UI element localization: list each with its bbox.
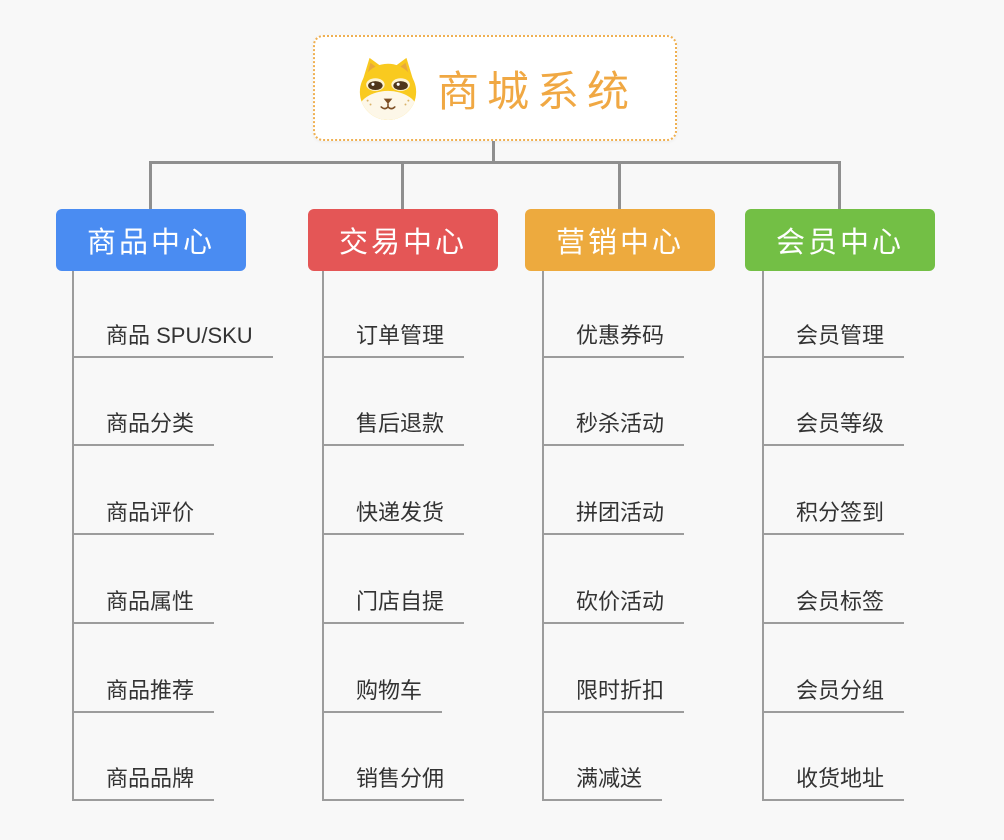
branch-node-product-center[interactable]: 商品中心 [56,209,246,271]
connector-vline-member-center [762,271,764,801]
leaf-node-product-center-0[interactable]: 商品 SPU/SKU [72,314,273,358]
leaf-node-member-center-0[interactable]: 会员管理 [762,314,905,358]
leaf-node-trade-center-4[interactable]: 购物车 [322,669,443,713]
connector-drop-marketing-center [618,161,621,209]
branch-node-trade-center[interactable]: 交易中心 [308,209,498,271]
leaf-node-member-center-4[interactable]: 会员分组 [762,669,905,713]
leaf-node-marketing-center-2[interactable]: 拼团活动 [542,491,685,535]
branch-node-member-center[interactable]: 会员中心 [745,209,935,271]
connector-vline-product-center [72,271,74,801]
leaf-node-member-center-1[interactable]: 会员等级 [762,402,905,446]
leaf-node-product-center-5[interactable]: 商品品牌 [72,757,215,801]
leaf-node-trade-center-1[interactable]: 售后退款 [322,402,465,446]
leaf-node-marketing-center-0[interactable]: 优惠券码 [542,314,685,358]
leaf-node-trade-center-0[interactable]: 订单管理 [322,314,465,358]
connector-horizontal-rail [149,161,841,164]
connector-vline-trade-center [322,271,324,801]
root-node-mall-system[interactable]: 商城系统 [313,35,677,141]
leaf-node-trade-center-5[interactable]: 销售分佣 [322,757,465,801]
connector-drop-member-center [838,161,841,209]
shiba-dog-icon [353,55,423,121]
connector-vline-marketing-center [542,271,544,801]
leaf-node-marketing-center-4[interactable]: 限时折扣 [542,669,685,713]
leaf-node-marketing-center-5[interactable]: 满减送 [542,757,663,801]
leaf-node-trade-center-3[interactable]: 门店自提 [322,580,465,624]
connector-trunk [492,141,495,162]
leaf-node-marketing-center-3[interactable]: 砍价活动 [542,580,685,624]
leaf-node-member-center-2[interactable]: 积分签到 [762,491,905,535]
connector-drop-product-center [149,161,152,209]
leaf-node-marketing-center-1[interactable]: 秒杀活动 [542,402,685,446]
connector-drop-trade-center [401,161,404,209]
leaf-node-product-center-4[interactable]: 商品推荐 [72,669,215,713]
root-title: 商城系统 [436,67,637,115]
leaf-node-trade-center-2[interactable]: 快递发货 [322,491,465,535]
branch-node-marketing-center[interactable]: 营销中心 [525,209,715,271]
leaf-node-product-center-3[interactable]: 商品属性 [72,580,215,624]
leaf-node-product-center-1[interactable]: 商品分类 [72,402,215,446]
leaf-node-member-center-3[interactable]: 会员标签 [762,580,905,624]
leaf-node-product-center-2[interactable]: 商品评价 [72,491,215,535]
leaf-node-member-center-5[interactable]: 收货地址 [762,757,905,801]
